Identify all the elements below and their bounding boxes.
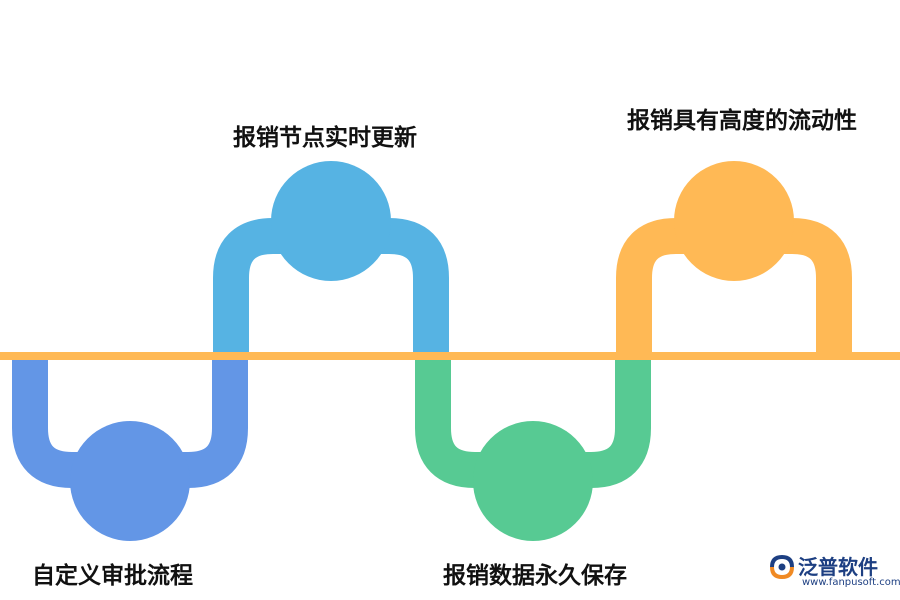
timeline-bar [0, 352, 900, 360]
step-1-label: 自定义审批流程 [32, 563, 193, 589]
step-1-node [70, 421, 190, 541]
brand-url: www.fanpusoft.com [802, 577, 900, 588]
brand-logo-icon [770, 554, 794, 580]
brand-name: 泛普软件 [798, 555, 878, 579]
step-2-node [271, 161, 391, 281]
step-3-node [473, 421, 593, 541]
step-2-connector [213, 161, 449, 356]
step-4-node [674, 161, 794, 281]
step-4-connector [616, 161, 852, 356]
step-3-connector [415, 356, 651, 541]
step-1-connector [12, 356, 248, 541]
step-2-label: 报销节点实时更新 [233, 125, 417, 151]
brand-watermark: 泛普软件 www.fanpusoft.com [768, 551, 900, 595]
step-4-label: 报销具有高度的流动性 [627, 108, 857, 134]
step-3-label: 报销数据永久保存 [443, 563, 627, 589]
